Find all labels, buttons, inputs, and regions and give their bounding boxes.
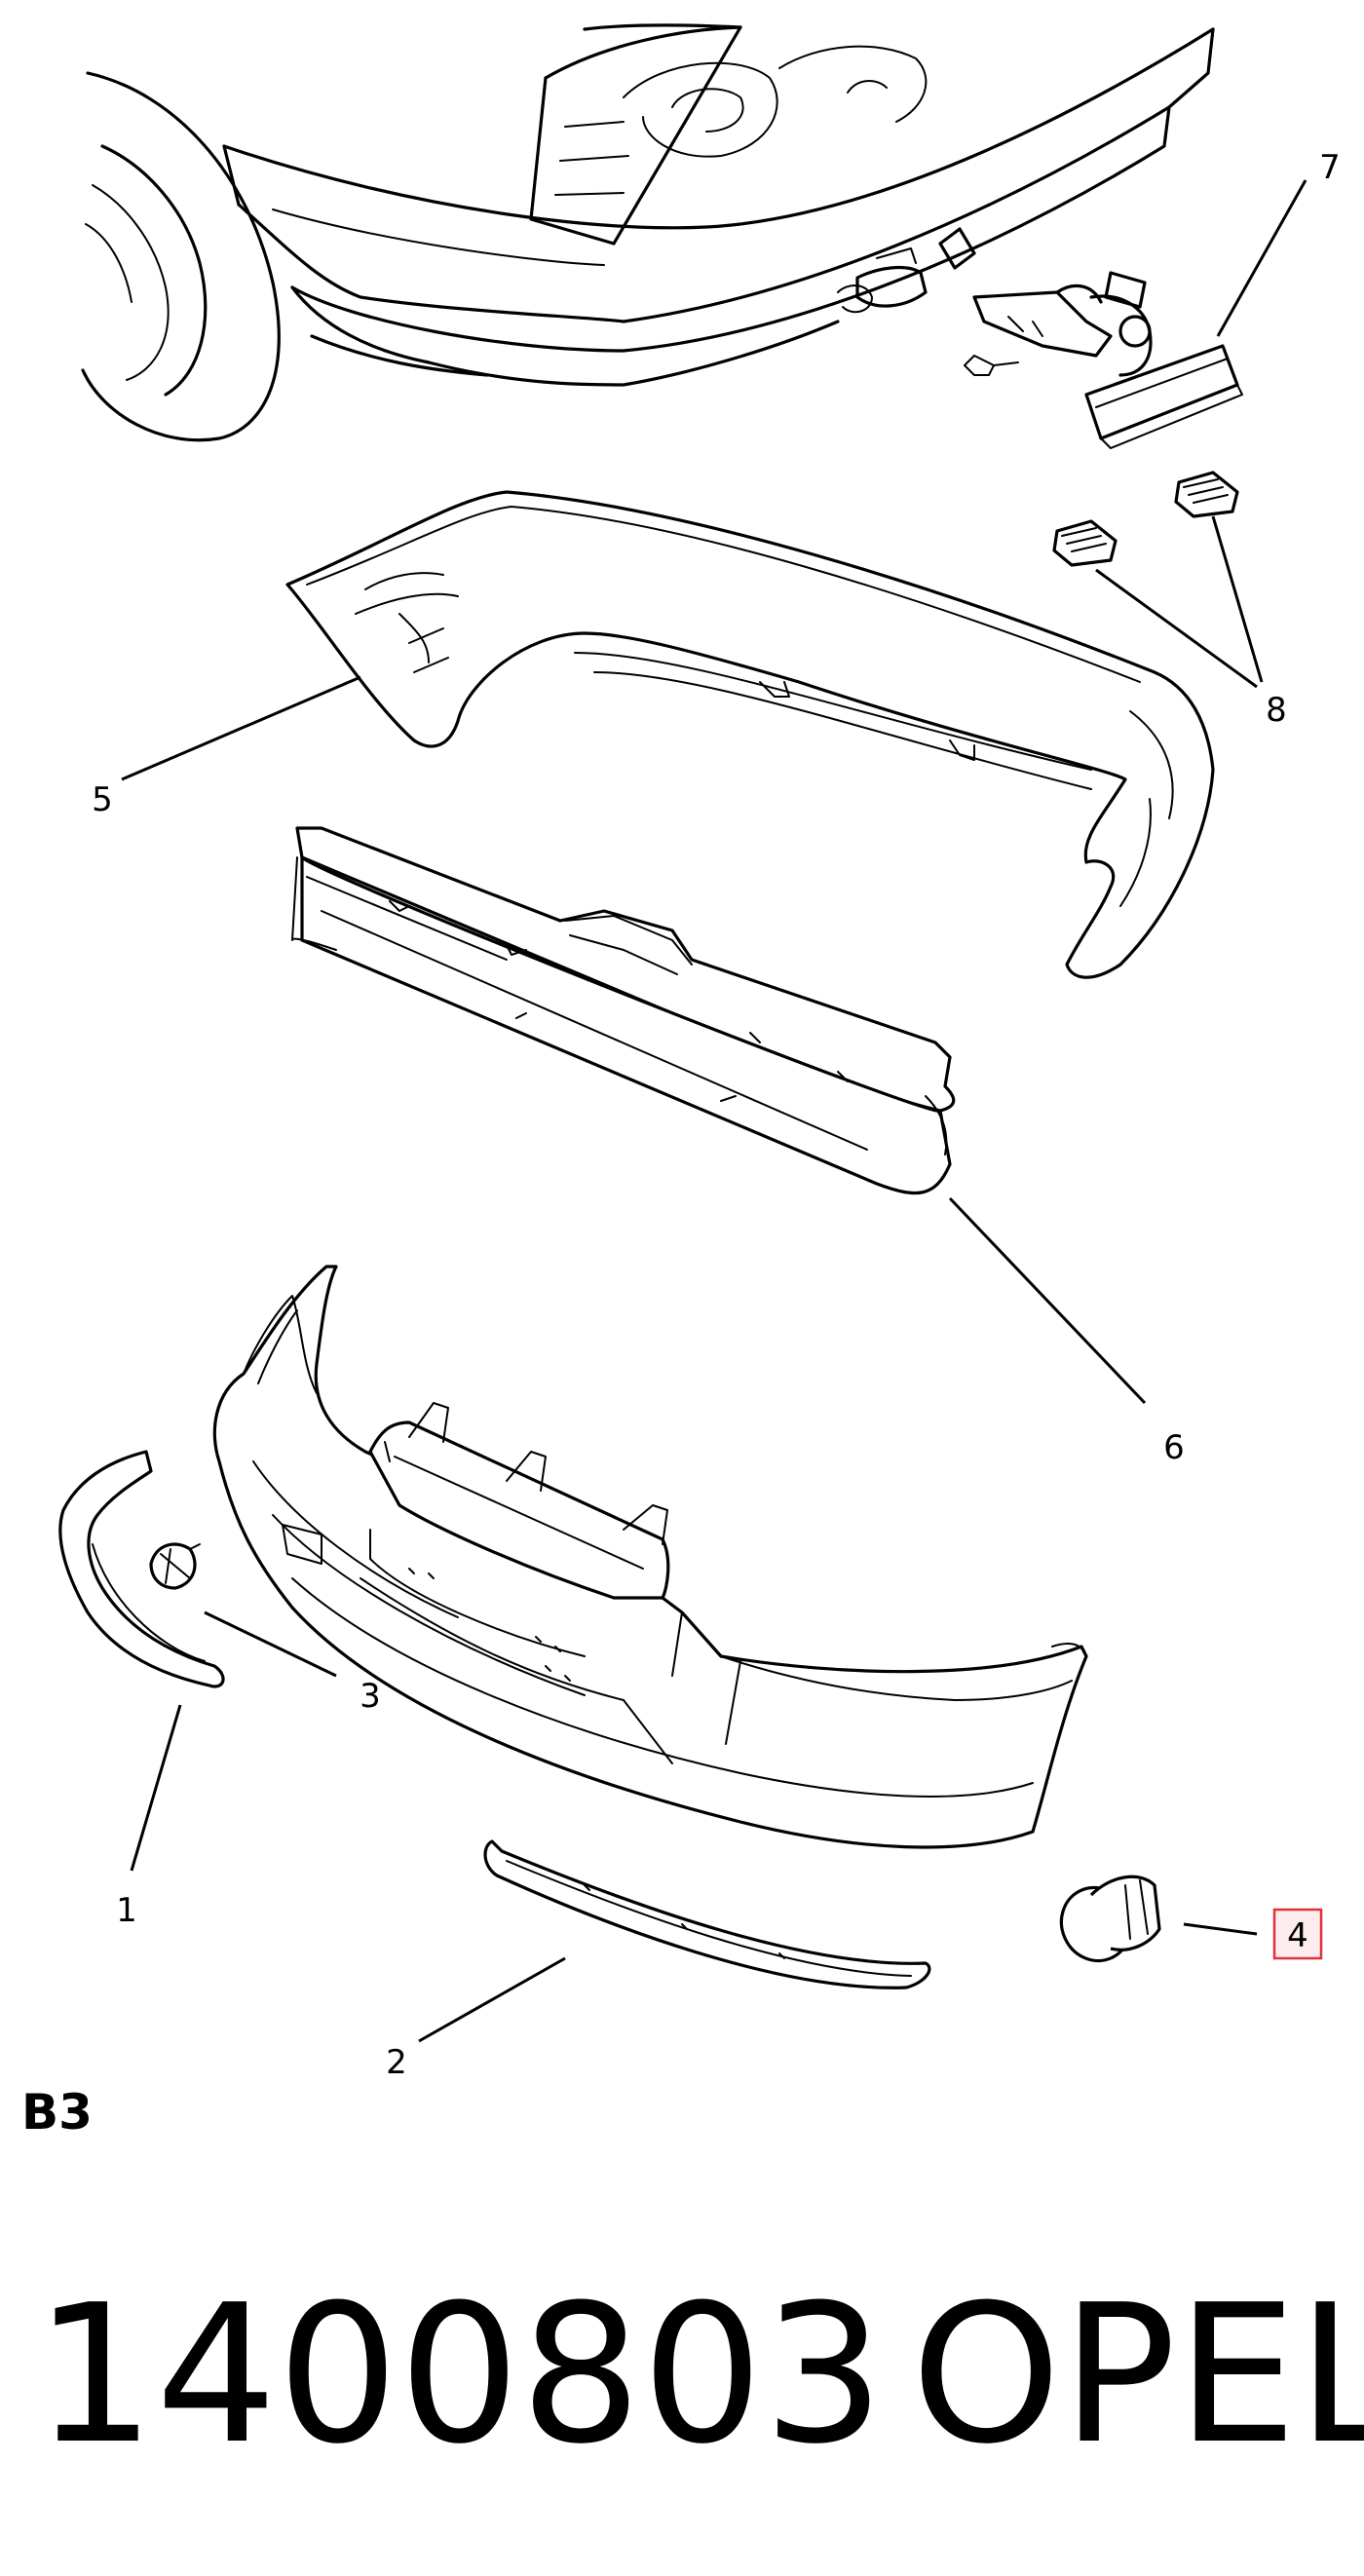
- leader-3: [204, 1610, 337, 1678]
- leader-2: [418, 1956, 566, 2043]
- callout-8: 8: [1266, 691, 1287, 730]
- callout-5: 5: [92, 780, 113, 819]
- leader-lines: [121, 179, 1307, 2043]
- front-bumper: [212, 1265, 1088, 1849]
- part-8-clips: [1052, 471, 1239, 567]
- callout-4: 4: [1287, 1916, 1308, 1955]
- leader-1: [130, 1704, 182, 1872]
- callout-6: 6: [1163, 1428, 1185, 1467]
- car-rear-illustration: [81, 23, 1215, 442]
- leader-4: [1183, 1922, 1258, 1936]
- part-1-corner-trim: [58, 1450, 225, 1688]
- section-code: B3: [21, 2084, 93, 2140]
- leader-8a: [1095, 568, 1258, 689]
- leader-8b: [1211, 515, 1264, 683]
- callout-1: 1: [116, 1891, 137, 1930]
- part-2-lower-strip: [483, 1839, 931, 1989]
- part-3-clip: [149, 1542, 201, 1590]
- callout-labels: 7 8 5 6 3 1 2 4: [92, 148, 1341, 2082]
- part-number: 1400803: [34, 2264, 885, 2486]
- brand-name: OPEL: [911, 2264, 1364, 2486]
- leader-5: [121, 675, 361, 781]
- callout-4-highlight-box: [1272, 1908, 1323, 1960]
- part-5-rear-bumper-cover: [285, 490, 1215, 979]
- leader-7: [1216, 179, 1307, 337]
- callout-2: 2: [386, 2043, 407, 2082]
- callout-3: 3: [360, 1677, 381, 1716]
- callout-7: 7: [1319, 148, 1341, 187]
- part-6-bumper-beam: [291, 826, 956, 1195]
- leader-6: [948, 1196, 1147, 1405]
- part-4-push-clip: [1059, 1875, 1161, 1963]
- part-7-trim-strip: [1084, 344, 1243, 449]
